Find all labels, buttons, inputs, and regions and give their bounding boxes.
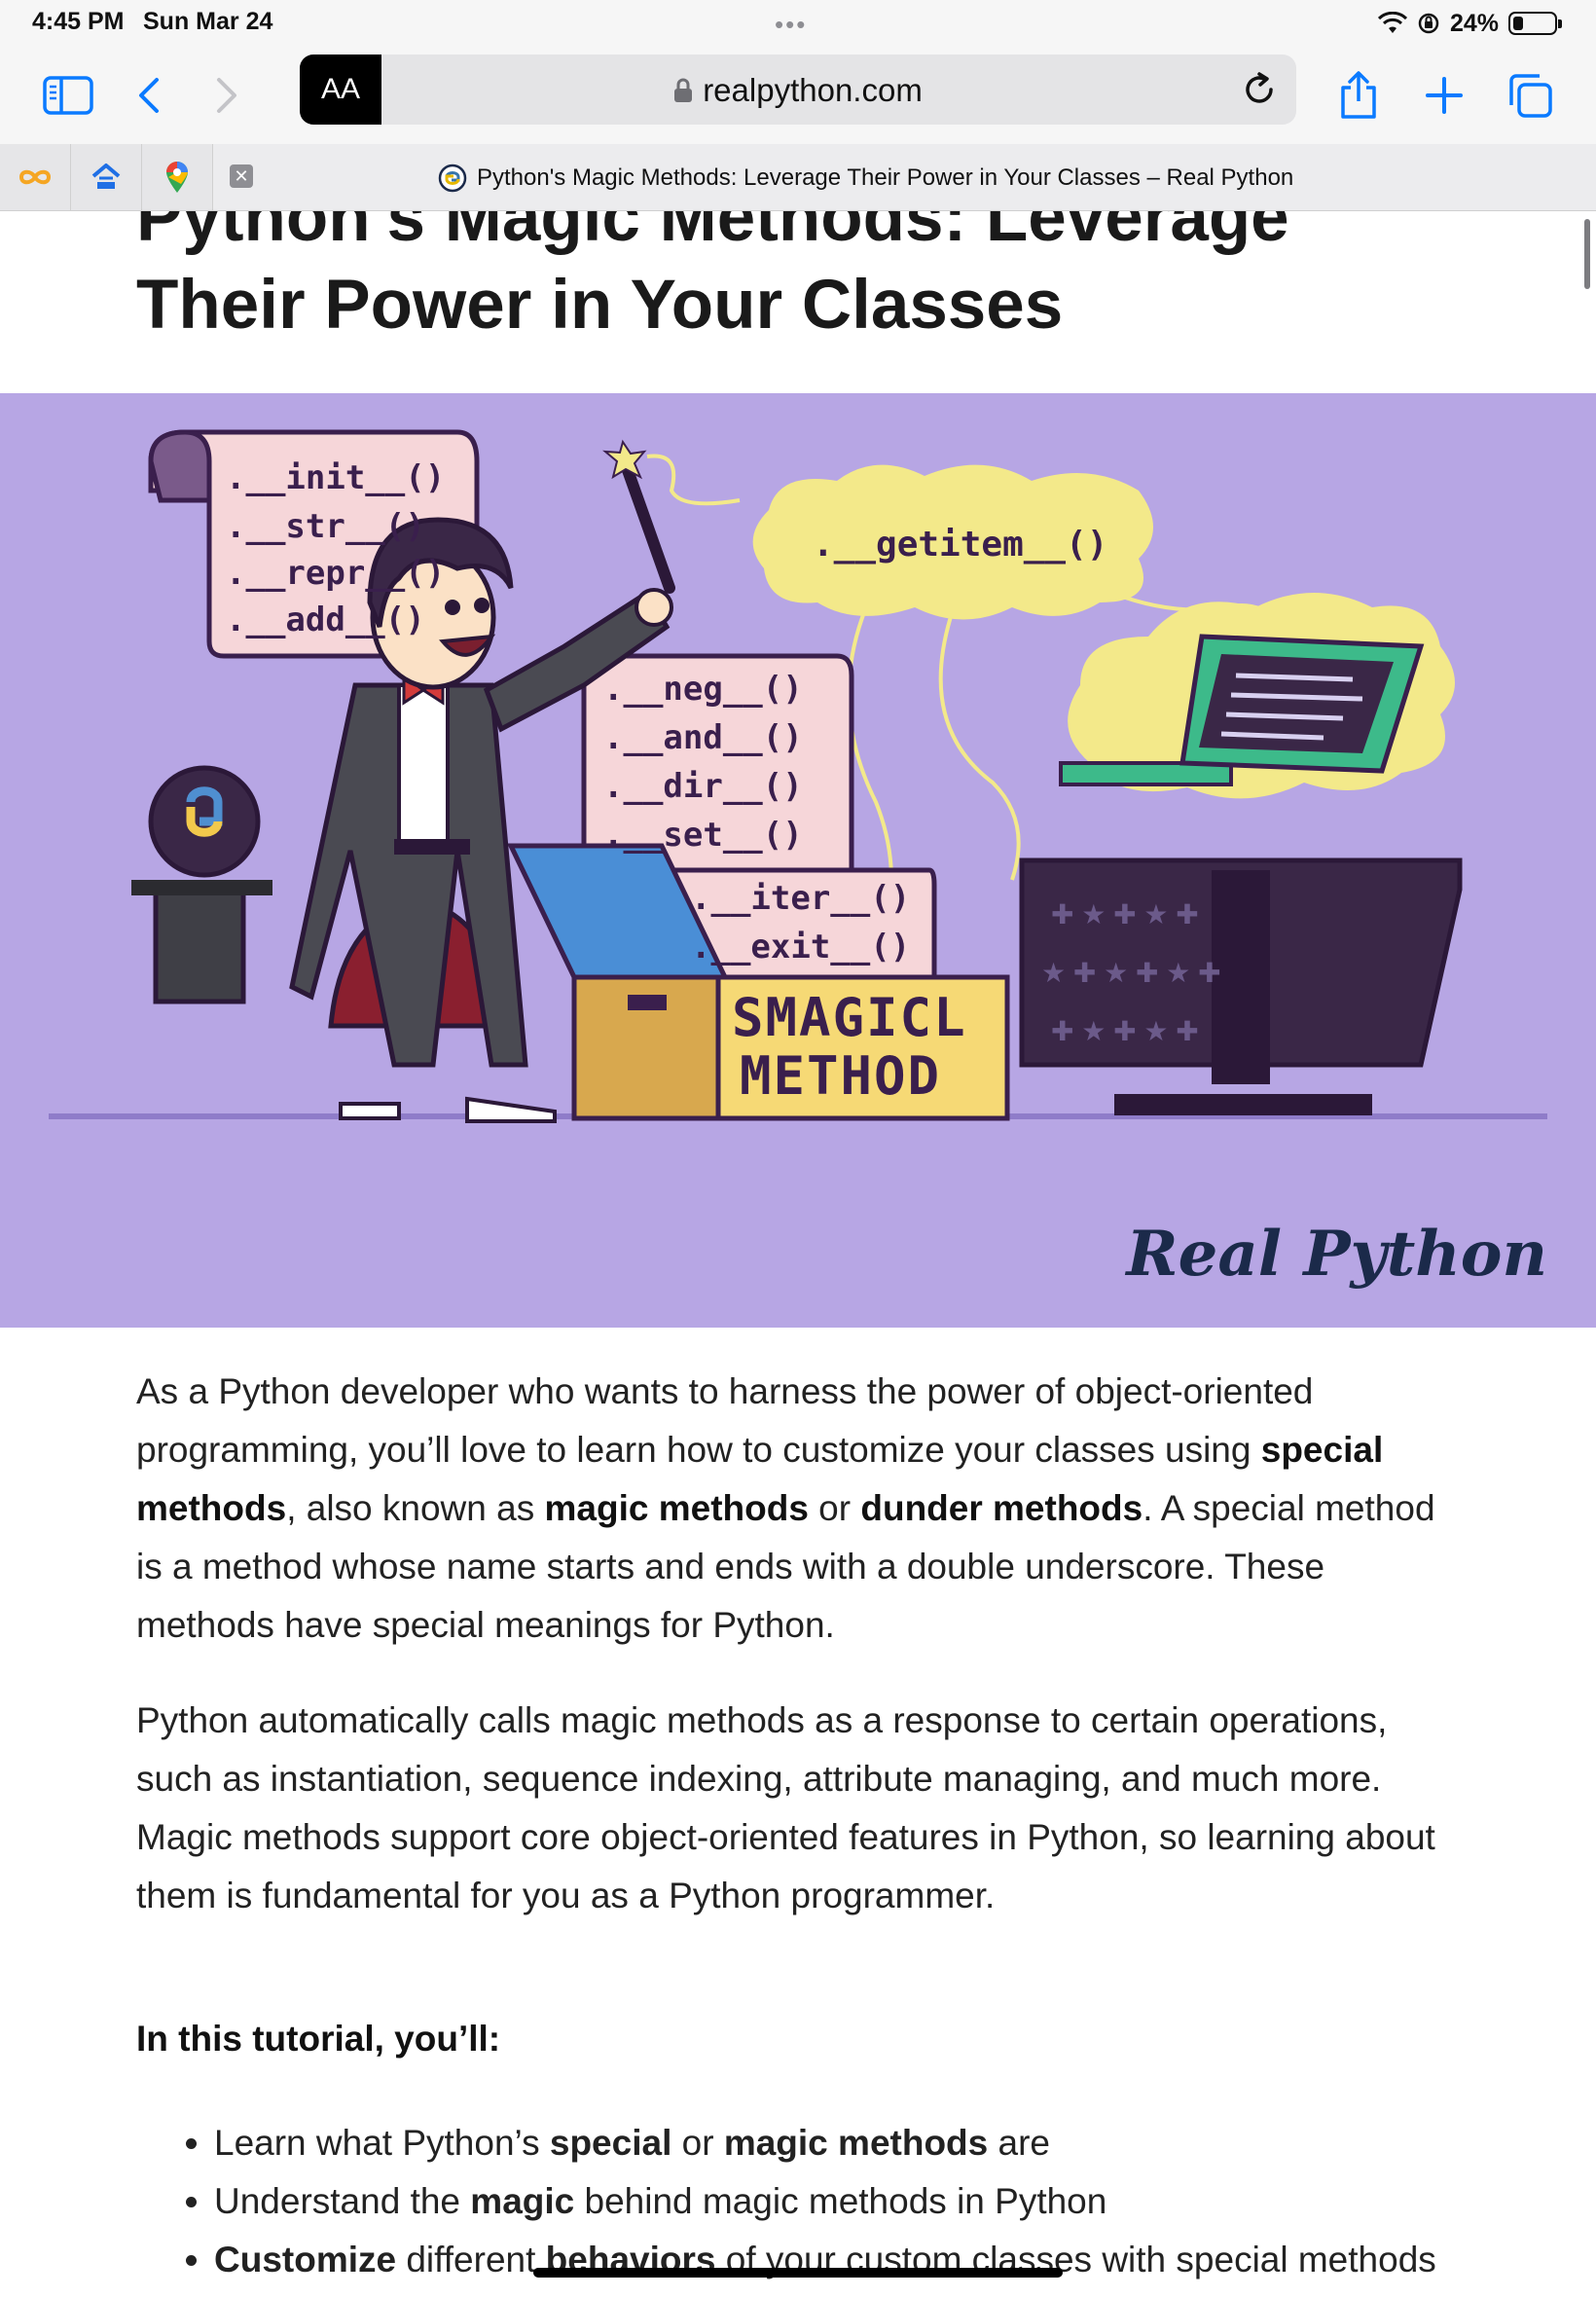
paper-method-1: .__neg__(): [603, 670, 803, 709]
map-pin-icon: [166, 162, 188, 193]
svg-text:✚ ★ ✚ ★ ✚: ✚ ★ ✚ ★ ✚: [1051, 1016, 1199, 1046]
address-bar[interactable]: AA realpython.com: [300, 55, 1296, 125]
multitasking-dots-icon[interactable]: •••: [775, 10, 808, 39]
home-indicator[interactable]: [533, 2268, 1063, 2278]
bullet-1-text-a: Learn what Python’s: [214, 2123, 550, 2163]
scroll-method-2: .__str__(): [226, 507, 425, 546]
active-tab[interactable]: Python's Magic Methods: Leverage Their P…: [438, 164, 1293, 193]
reload-icon[interactable]: [1240, 70, 1279, 114]
svg-text:.__repr__(): .__repr__(): [226, 554, 445, 593]
getitem-cloud: [752, 464, 1153, 620]
svg-text:.__and__(): .__and__(): [603, 718, 803, 757]
bullet-1-bold-d: magic methods: [723, 2123, 989, 2163]
favorite-tab-1[interactable]: [0, 144, 71, 210]
battery-icon: [1508, 12, 1562, 35]
bullet-1-text-e: are: [988, 2123, 1051, 2163]
tutorial-bullets: Learn what Python’s special or magic met…: [136, 2114, 1436, 2289]
orientation-lock-icon: [1418, 13, 1439, 34]
tutorial-heading: In this tutorial, you’ll:: [136, 2019, 501, 2059]
svg-text:.__add__(): .__add__(): [226, 601, 425, 639]
intro-text-4: . A special method is a method whose nam…: [136, 1488, 1435, 1645]
tab-overview-icon[interactable]: [1503, 68, 1557, 123]
intro-text-3: or: [808, 1488, 861, 1528]
article-title: Python's Magic Methods: Leverage Their P…: [136, 211, 1401, 349]
url-text: realpython.com: [703, 72, 923, 108]
svg-text:.__init__(): .__init__(): [226, 458, 445, 497]
paper-method-2: .__and__(): [603, 718, 803, 757]
web-page: Python's Magic Methods: Leverage Their P…: [0, 211, 1596, 2297]
intro-text-2: , also known as: [286, 1488, 545, 1528]
bullet-1-bold-b: special: [549, 2123, 672, 2163]
close-tab-icon[interactable]: ✕: [230, 164, 253, 188]
tab-strip: ✕ Python's Magic Methods: Leverage Their…: [0, 144, 1596, 211]
url-display[interactable]: realpython.com: [300, 72, 1296, 109]
svg-text:.__neg__(): .__neg__(): [603, 670, 803, 709]
scroll-method-4: .__add__(): [226, 601, 425, 639]
bullet-2-bold-b: magic: [470, 2181, 575, 2221]
second-paragraph: Python automatically calls magic methods…: [136, 1700, 1435, 1915]
svg-text:SMAGICL: SMAGICL: [732, 987, 967, 1048]
bullet-1-text-c: or: [671, 2123, 724, 2163]
real-python-favicon-icon: [438, 164, 467, 193]
paper-method-3: .__dir__(): [603, 767, 803, 806]
intro-bold-2: magic methods: [544, 1488, 809, 1528]
share-icon[interactable]: [1331, 68, 1386, 123]
infinity-logo-icon: [18, 169, 52, 185]
bullet-2-text-c: behind magic methods in Python: [574, 2181, 1107, 2221]
cloud-method-label: .__getitem__(): [813, 525, 1107, 565]
svg-text:METHOD: METHOD: [740, 1045, 941, 1107]
magic-box-line-2: METHOD: [740, 1045, 941, 1107]
wifi-icon: [1377, 12, 1407, 33]
intro-bold-1: special methods: [136, 1430, 1384, 1528]
list-item: Customize different behaviors of your cu…: [214, 2231, 1436, 2289]
svg-text:✚ ★ ✚ ★ ✚: ✚ ★ ✚ ★ ✚: [1051, 899, 1199, 930]
svg-text:.__getitem__(): .__getitem__(): [813, 525, 1107, 565]
bullet-3-text-a: different: [396, 2240, 546, 2279]
back-icon[interactable]: [123, 68, 177, 123]
intro-bold-3: dunder methods: [860, 1488, 1143, 1528]
favorite-tab-2[interactable]: [71, 144, 142, 210]
article-title-line-2: Their Power in Your Classes: [136, 267, 1064, 344]
battery-percent: 24%: [1449, 9, 1499, 37]
lock-icon: [674, 78, 693, 102]
magic-box-line-1: SMAGICL: [732, 987, 967, 1048]
paper-method-5: .__iter__(): [691, 879, 910, 918]
svg-text:.__exit__(): .__exit__(): [691, 928, 910, 966]
forward-icon[interactable]: [199, 68, 253, 123]
article-title-line-1: Python's Magic Methods: Leverage: [136, 211, 1289, 256]
magic-method-box: [715, 974, 1010, 1121]
svg-text:.__dir__(): .__dir__(): [603, 767, 803, 806]
svg-text:.__str__(): .__str__(): [226, 507, 425, 546]
scroll-method-1: .__init__(): [226, 458, 445, 497]
tab-title-text: Python's Magic Methods: Leverage Their P…: [477, 164, 1294, 191]
bullet-2-text-a: Understand the: [214, 2181, 471, 2221]
scroll-method-3: .__repr__(): [226, 554, 445, 593]
status-time: 4:45 PM: [32, 8, 125, 35]
svg-text:★ ✚ ★ ✚ ★ ✚: ★ ✚ ★ ✚ ★ ✚: [1041, 958, 1221, 988]
bullet-3-bold-b: Customize: [214, 2240, 397, 2279]
hero-illustration: ✚ ★ ✚ ★ ✚ ★ ✚ ★ ✚ ★ ✚ ✚ ★ ✚ ★ ✚: [0, 393, 1596, 1328]
list-item: Understand the magic behind magic method…: [214, 2172, 1436, 2231]
magician-illustration: ✚ ★ ✚ ★ ✚ ★ ✚ ★ ✚ ★ ✚ ✚ ★ ✚ ★ ✚: [49, 429, 1547, 1123]
methods-paper-2: [669, 867, 937, 985]
new-tab-icon[interactable]: [1417, 68, 1471, 123]
real-python-logo: Real Python: [1126, 1218, 1547, 1291]
svg-text:.__set__(): .__set__(): [603, 816, 803, 855]
home-logo-icon: [91, 164, 121, 189]
favorite-tab-3[interactable]: [142, 144, 213, 210]
intro-paragraph: As a Python developer who wants to harne…: [136, 1363, 1440, 1655]
svg-text:.__iter__(): .__iter__(): [691, 879, 910, 918]
scroll-indicator[interactable]: [1584, 219, 1590, 289]
status-bar: 4:45 PM Sun Mar 24 ••• 24%: [0, 0, 1596, 47]
sidebar-toggle-icon[interactable]: [41, 68, 95, 123]
status-date: Sun Mar 24: [143, 8, 273, 35]
paper-method-6: .__exit__(): [691, 928, 910, 966]
list-item: Learn what Python’s special or magic met…: [214, 2114, 1436, 2172]
intro-text-1: As a Python developer who wants to harne…: [136, 1371, 1314, 1470]
reader-options-button[interactable]: AA: [300, 55, 381, 125]
paper-method-4: .__set__(): [603, 816, 803, 855]
